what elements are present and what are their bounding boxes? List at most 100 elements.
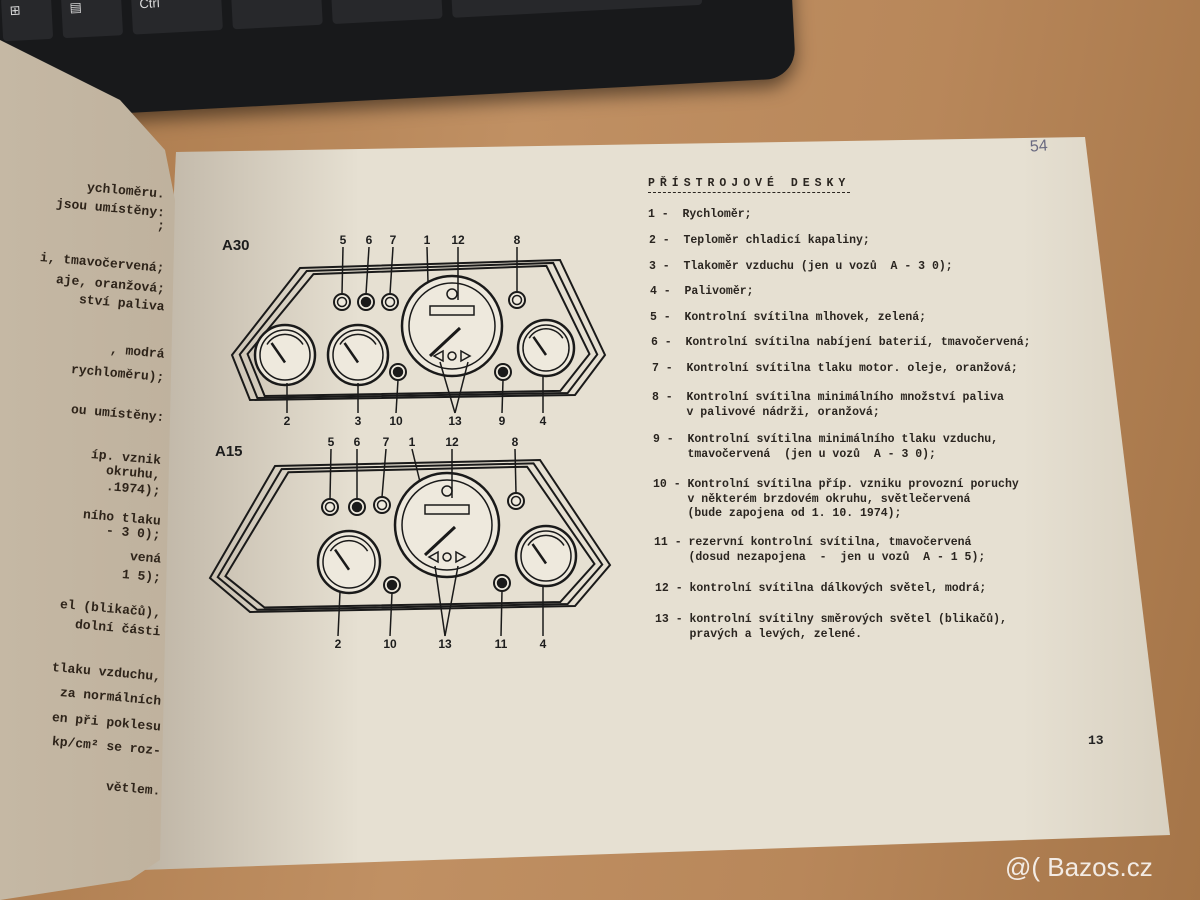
callout-number: 13 <box>438 637 452 651</box>
temperature-gauge-needle <box>270 342 287 364</box>
callout-number: 2 <box>335 637 342 651</box>
callout-number: 8 <box>512 435 519 449</box>
callout-line <box>411 448 421 483</box>
callout-line <box>389 246 394 295</box>
callout-line <box>426 246 429 283</box>
warning-lamp-center <box>496 577 508 589</box>
page-number: 13 <box>1088 733 1104 748</box>
instrument-list-item: 3 - Tlakoměr vzduchu (jen u vozů A - 3 0… <box>649 260 953 273</box>
speedometer-rim <box>401 479 493 571</box>
callout-number: 5 <box>340 233 347 247</box>
instrument-list-item: pravých a levých, zelené. <box>655 627 863 641</box>
air-pressure-gauge-scale <box>339 333 377 345</box>
warning-lamp <box>508 291 526 309</box>
instrument-list-item: 12 - kontrolní svítilna dálkových světel… <box>655 582 987 595</box>
right-turn-arrow <box>460 349 472 363</box>
callout-line <box>365 246 370 295</box>
callout-number: 3 <box>355 414 362 428</box>
callout-number: 2 <box>284 414 291 428</box>
warning-lamp <box>381 293 399 311</box>
callout-number: 4 <box>540 414 547 428</box>
center-lamp <box>447 351 457 361</box>
callout-number: 12 <box>451 233 465 247</box>
temperature-gauge-rim <box>322 535 376 589</box>
callout-number: 8 <box>514 233 521 247</box>
panel-outline <box>246 264 591 397</box>
callout-number: 7 <box>383 435 390 449</box>
callout-number: 10 <box>383 637 397 651</box>
instrument-list-item: 6 - Kontrolní svítilna nabíjení baterií,… <box>651 336 1031 349</box>
callout-number: 13 <box>448 414 462 428</box>
instrument-list-item: v palivové nádrži, oranžová; <box>652 405 880 419</box>
left-turn-arrow <box>432 349 444 363</box>
warning-lamp-center <box>360 296 372 308</box>
instrument-list-item: 4 - Palivoměr; <box>650 285 754 298</box>
callout-number: 12 <box>445 435 459 449</box>
temperature-gauge-rim <box>259 329 311 381</box>
callout-line <box>389 592 393 637</box>
watermark: @( Bazos.cz <box>1005 852 1153 882</box>
warning-lamp-center <box>351 501 363 513</box>
center-lamp <box>442 552 452 562</box>
diagram-label-a15: A15 <box>215 443 243 460</box>
instrument-list-item: 13 - kontrolní svítilny směrových světel… <box>655 613 1007 626</box>
fuel-gauge-needle <box>531 543 548 565</box>
section-title: PŘÍSTROJOVÉ DESKY <box>648 177 851 193</box>
fuel-gauge-needle <box>532 336 548 356</box>
instrument-list-item: (bude zapojena od 1. 10. 1974); <box>653 507 902 520</box>
speedometer <box>400 274 504 378</box>
instrument-list-item: tmavočervená (jen u vozů A - 3 0); <box>653 447 936 461</box>
temperature-gauge-scale <box>266 333 304 345</box>
callout-number: 9 <box>499 414 506 428</box>
callout-number: 1 <box>424 233 431 247</box>
panel-outline <box>216 462 604 611</box>
warning-lamp-center <box>384 296 396 308</box>
temperature-gauge-scale <box>329 539 369 552</box>
air-pressure-gauge-needle <box>343 342 360 364</box>
callout-number: 4 <box>540 637 547 651</box>
warning-lamp <box>373 496 391 514</box>
handwritten-note: 54 <box>1029 137 1049 156</box>
diagram-label-a30: A30 <box>222 237 250 254</box>
fuel-gauge-scale <box>528 328 564 339</box>
callout-number: 11 <box>495 637 508 651</box>
fuel-gauge-scale <box>527 534 565 546</box>
instrument-list-item: v některém brzdovém okruhu, světlečerven… <box>653 492 971 506</box>
callout-number: 10 <box>389 414 403 428</box>
callout-line <box>454 361 469 414</box>
callout-number: 6 <box>366 233 373 247</box>
warning-lamp <box>321 498 339 516</box>
right-turn-arrow <box>455 550 467 564</box>
instrument-list-item: 7 - Kontrolní svítilna tlaku motor. olej… <box>652 362 1018 375</box>
panel-outline <box>238 261 599 399</box>
fuel-gauge-rim <box>520 530 572 582</box>
warning-lamp-center <box>511 294 523 306</box>
warning-lamp <box>333 293 351 311</box>
callout-line <box>395 379 399 414</box>
instrument-list-item: (dosud nezapojena - jen u vozů A - 1 5); <box>654 550 986 564</box>
temperature-gauge-needle <box>334 548 351 571</box>
callout-line <box>381 448 387 498</box>
callout-number: 7 <box>390 233 397 247</box>
callout-line <box>501 379 504 414</box>
high-beam-lamp <box>446 288 458 300</box>
warning-lamp <box>507 492 525 510</box>
speedometer-needle <box>428 326 462 358</box>
warning-lamp-center <box>386 579 398 591</box>
warning-lamp-center <box>336 296 348 308</box>
callout-number: 5 <box>328 435 335 449</box>
panel-outline <box>230 258 607 402</box>
panel-outline <box>208 458 612 614</box>
warning-lamp-center <box>324 501 336 513</box>
instrument-list-item: 9 - Kontrolní svítilna minimálního tlaku… <box>653 433 999 446</box>
callout-number: 6 <box>354 435 361 449</box>
instrument-list-item: 10 - Kontrolní svítilna příp. vzniku pro… <box>653 478 1019 491</box>
air-pressure-gauge-rim <box>332 329 384 381</box>
instrument-list-item: 5 - Kontrolní svítilna mlhovek, zelená; <box>650 311 927 324</box>
warning-lamp-center <box>376 499 388 511</box>
warning-lamp-center <box>497 366 509 378</box>
warning-lamp-center <box>510 495 522 507</box>
